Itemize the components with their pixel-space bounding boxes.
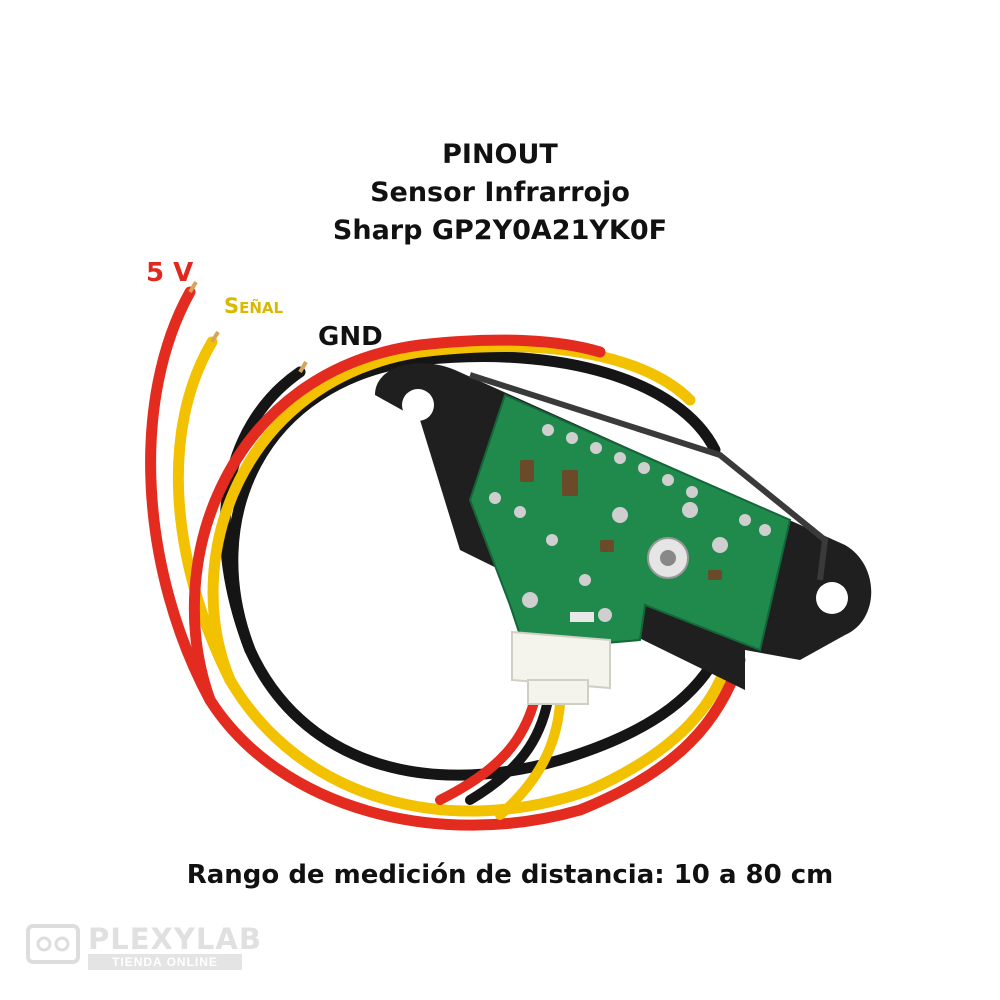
wire-label-gnd: GND xyxy=(318,322,383,352)
5v-wire-loop xyxy=(145,286,746,831)
back-loop-black xyxy=(227,351,721,656)
connector xyxy=(511,630,611,705)
range-caption: Rango de medición de distancia: 10 a 80 … xyxy=(186,860,834,890)
connector-wire-red xyxy=(435,690,541,805)
watermark: PLEXYLAB TIENDA ONLINE xyxy=(24,922,261,972)
pcb-board xyxy=(468,393,792,652)
signal-wire-loop xyxy=(172,336,736,817)
connector-wire-black xyxy=(465,695,553,805)
pinout-title: PINOUT Sensor Infrarrojo Sharp GP2Y0A21Y… xyxy=(250,136,750,250)
back-loop-red xyxy=(188,334,606,706)
back-loop-yellow xyxy=(207,341,696,686)
title-line-2: Sensor Infrarrojo xyxy=(370,177,630,208)
mount-hole-right xyxy=(816,582,848,614)
plexylab-logo-icon xyxy=(26,924,80,964)
mount-hole-left xyxy=(402,389,434,421)
wire-label-5v: 5 V xyxy=(146,258,194,288)
connector-wire-yellow xyxy=(495,700,565,820)
watermark-brand: PLEXYLAB xyxy=(88,922,262,956)
title-line-3: Sharp GP2Y0A21YK0F xyxy=(332,215,668,246)
wire-label-signal: Señal xyxy=(224,294,284,318)
watermark-tagline: TIENDA ONLINE xyxy=(88,954,242,970)
title-line-1: PINOUT xyxy=(442,139,558,170)
